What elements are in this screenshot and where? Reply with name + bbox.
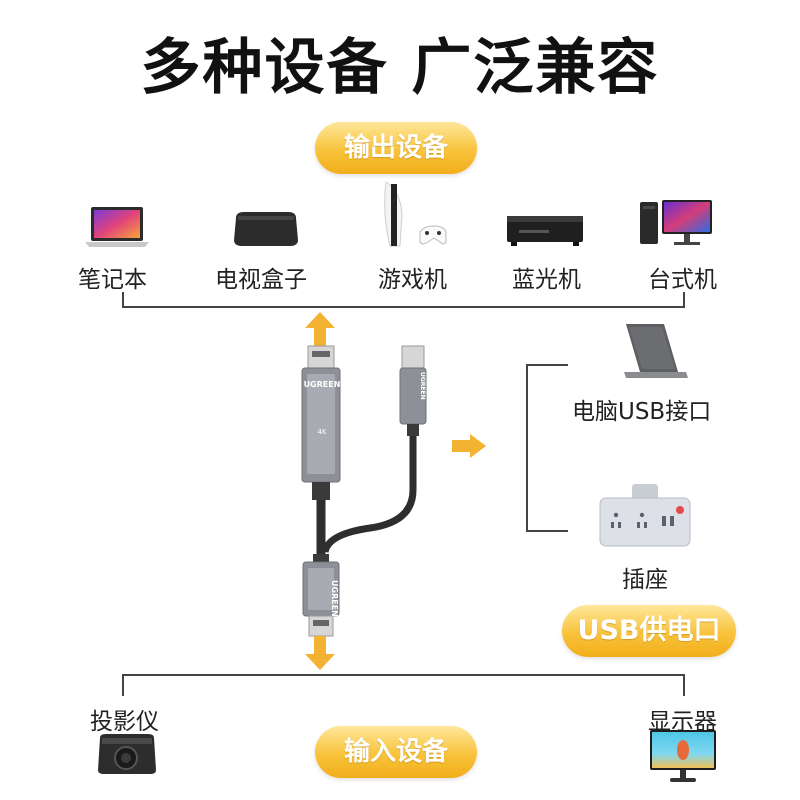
device-label-projector: 投影仪	[90, 709, 159, 735]
device-label-desktop: 台式机	[648, 267, 717, 293]
hdmi-usb-cable-product	[301, 345, 427, 637]
device-label-game-console: 游戏机	[378, 267, 447, 293]
input-bracket-right-tick	[683, 674, 685, 696]
input-bracket-line	[122, 674, 685, 676]
bluray-player-icon	[507, 216, 583, 246]
product-4k-mark: 4K	[317, 428, 327, 436]
product-brand-bottom: UGREEN	[330, 579, 339, 617]
desktop-pc-icon	[640, 200, 712, 245]
arrow-up-icon	[305, 312, 335, 346]
device-label-laptop: 笔记本	[78, 267, 147, 293]
output-bracket-left-tick	[122, 292, 124, 308]
input-devices-badge: 输入设备	[315, 726, 477, 778]
power-bracket-top	[526, 364, 568, 366]
power-label-computer-usb: 电脑USB接口	[572, 399, 712, 425]
device-label-tv-box: 电视盒子	[215, 267, 307, 293]
tv-box-icon	[234, 212, 298, 246]
power-bracket-line	[526, 364, 528, 532]
power-bracket-bottom	[526, 530, 568, 532]
game-console-icon	[384, 181, 447, 247]
usb-power-badge: USB供电口	[562, 605, 736, 657]
arrow-down-icon	[305, 636, 335, 670]
product-brand-usb: UGREEN	[419, 372, 426, 400]
laptop-icon	[85, 207, 149, 247]
page-title: 多种设备 广泛兼容	[140, 33, 660, 103]
power-strip-icon	[599, 484, 691, 547]
output-bracket-right-tick	[683, 292, 685, 308]
arrow-right-icon	[452, 434, 486, 458]
output-bracket-line	[122, 306, 685, 308]
monitor-icon	[650, 730, 716, 782]
projector-icon	[98, 734, 156, 774]
output-devices-badge: 输出设备	[315, 122, 477, 174]
power-label-socket: 插座	[622, 567, 668, 593]
computer-usb-laptop-icon	[624, 324, 688, 378]
device-label-bluray: 蓝光机	[512, 267, 581, 293]
input-bracket-left-tick	[122, 674, 124, 696]
product-brand-top: UGREEN	[303, 380, 341, 389]
